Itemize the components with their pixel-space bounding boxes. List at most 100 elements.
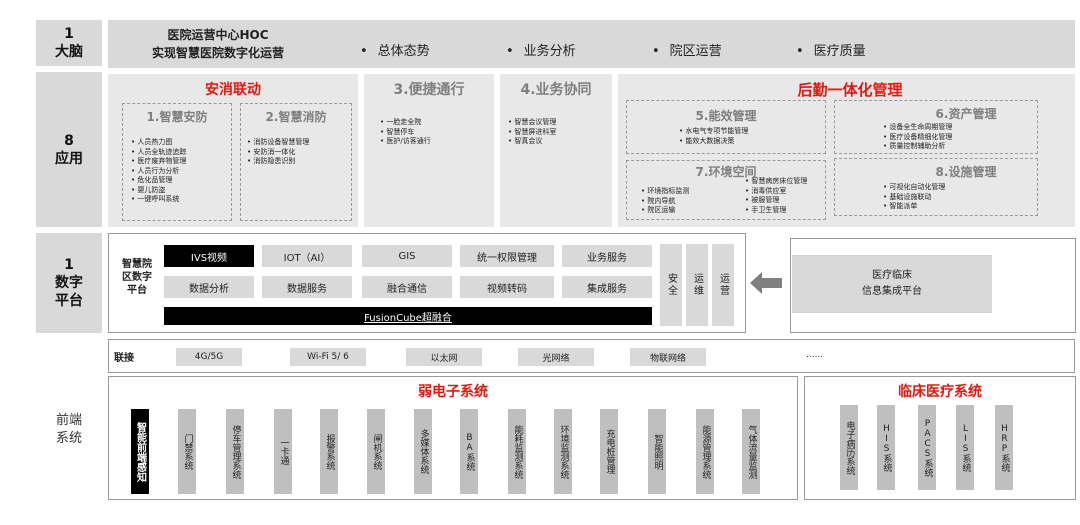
smart-fire-title: 2.智慧消防 bbox=[265, 110, 327, 124]
platform-data-analysis: 数据分析 bbox=[164, 276, 254, 298]
list-item: 院区运输 bbox=[641, 206, 689, 216]
weak-item-gas: 气体流量监测 bbox=[742, 409, 760, 494]
layer-apps-num: 8 bbox=[64, 132, 74, 149]
access-panel bbox=[364, 74, 494, 227]
layer-apps: 8 应用 bbox=[36, 72, 102, 227]
hoc-item-campus: 院区运营 bbox=[652, 40, 722, 59]
layer-apps-label: 应用 bbox=[55, 150, 83, 167]
platform-data-service: 数据服务 bbox=[262, 276, 352, 298]
weak-item-sensing: 智能前端感知 bbox=[131, 409, 149, 494]
access-list: 一脸走全院 智慧停车 医护/访客通行 bbox=[380, 118, 431, 147]
list-item: 质量控制辅助分析 bbox=[883, 142, 952, 152]
clinical-item-emr: 电子病历系统 bbox=[840, 405, 858, 490]
clinical-item-lis: LIS系统 bbox=[956, 405, 974, 490]
clinical-title: 临床医疗系统 bbox=[898, 384, 982, 400]
list-item: 智慧停车 bbox=[380, 128, 431, 138]
weak-item-multimedia: 多媒体系统 bbox=[414, 409, 432, 494]
weak-item-gate: 闸机系统 bbox=[367, 409, 385, 494]
platform-iot: IOT（AI） bbox=[262, 245, 352, 267]
facility-card: 8.设施管理 可视化自动化管理 基础设施联动 智能派单 bbox=[834, 158, 1038, 216]
list-item: 医疗废弃物管理 bbox=[131, 157, 186, 167]
hoc-title: 医院运营中心HOC 实现智慧医院数字化运营 bbox=[138, 26, 298, 62]
list-item: 一键呼叫系统 bbox=[131, 195, 186, 205]
smart-security-title: 1.智慧安防 bbox=[146, 110, 208, 124]
layer-frontend: 前端系统 bbox=[36, 412, 102, 448]
hoc-item-overall: 总体态势 bbox=[360, 40, 430, 59]
environment-list-right: 智慧病房床位管理 消毒供应室 被服管理 手卫生管理 bbox=[745, 177, 807, 215]
weak-item-card: 一卡通 bbox=[274, 409, 292, 494]
facility-title: 8.设施管理 bbox=[935, 165, 997, 179]
weak-frame bbox=[108, 376, 798, 500]
platform-transcode: 视频转码 bbox=[460, 276, 554, 298]
platform-frame bbox=[108, 233, 746, 333]
asset-list: 设备全生命周期管理 医疗设备精细化管理 质量控制辅助分析 bbox=[883, 123, 952, 152]
list-item: 环境指标监测 bbox=[641, 187, 689, 197]
energy-list: 水电气专项节能管理 能效大数据决策 bbox=[679, 127, 748, 146]
asset-title: 6.资产管理 bbox=[935, 107, 997, 121]
arrow-left-icon bbox=[750, 272, 782, 294]
clinical-item-hrp: HRP系统 bbox=[995, 405, 1013, 490]
environment-list-left: 环境指标监测 院内导航 院区运输 bbox=[641, 187, 689, 216]
business-title: 4.业务协同 bbox=[520, 82, 592, 98]
list-item: 医疗设备精细化管理 bbox=[883, 133, 952, 143]
platform-ops: 运维 bbox=[686, 244, 708, 326]
hoc-item-business: 业务分析 bbox=[506, 40, 576, 59]
layer-platform: 1 数字平台 bbox=[36, 233, 102, 333]
energy-title: 5.能效管理 bbox=[695, 109, 757, 123]
layer-frontend-label: 前端系统 bbox=[55, 413, 82, 446]
list-item: 能效大数据决策 bbox=[679, 137, 748, 147]
weak-item-access: 门禁系统 bbox=[178, 409, 196, 494]
connect-frame bbox=[108, 339, 1075, 373]
layer-brain-num: 1 bbox=[64, 26, 74, 42]
weak-item-parking: 停车管理系统 bbox=[226, 409, 244, 494]
list-item: 院内导航 bbox=[641, 197, 689, 207]
clinical-platform-line1: 医疗临床 bbox=[872, 270, 912, 281]
list-item: 智慧会议管理 bbox=[508, 118, 556, 128]
list-item: 水电气专项节能管理 bbox=[679, 127, 748, 137]
layer-platform-num: 1 bbox=[64, 257, 74, 273]
list-item: 婴儿防盗 bbox=[131, 186, 186, 196]
list-item: 人员热力图 bbox=[131, 138, 186, 148]
facility-list: 可视化自动化管理 基础设施联动 智能派单 bbox=[883, 183, 945, 212]
clinical-platform-line2: 信息集成平台 bbox=[862, 286, 922, 297]
connect-ethernet: 以太网 bbox=[406, 348, 482, 366]
list-item: 手卫生管理 bbox=[745, 206, 807, 216]
list-item: 智能派单 bbox=[883, 202, 945, 212]
list-item: 消防隐患识别 bbox=[247, 157, 309, 167]
weak-item-charging: 充电桩管理 bbox=[600, 409, 618, 494]
list-item: 被服管理 bbox=[745, 196, 807, 206]
smart-fire-card: 2.智慧消防 消防设备智慧管理 安防消一体化 消防隐患识别 bbox=[240, 103, 352, 221]
list-item: 人员全轨迹追踪 bbox=[131, 148, 186, 158]
environment-card: 7.环境空间 环境指标监测 院内导航 院区运输 智慧病房床位管理 消毒供应室 被… bbox=[626, 160, 826, 220]
hoc-banner: 医院运营中心HOC 实现智慧医院数字化运营 bbox=[108, 20, 1075, 68]
list-item: 可视化自动化管理 bbox=[883, 183, 945, 193]
clinical-item-pacs: PACS系统 bbox=[918, 405, 936, 490]
hoc-item-quality: 医疗质量 bbox=[796, 40, 866, 59]
platform-business-service: 业务服务 bbox=[562, 245, 652, 267]
platform-security: 安全 bbox=[660, 244, 682, 326]
environment-title: 7.环境空间 bbox=[695, 165, 757, 179]
list-item: 设备全生命周期管理 bbox=[883, 123, 952, 133]
list-item: 基础设施联动 bbox=[883, 193, 945, 203]
hoc-title-line2: 实现智慧医院数字化运营 bbox=[151, 46, 284, 60]
security-title: 安消联动 bbox=[205, 82, 261, 98]
connect-optical: 光网络 bbox=[518, 348, 594, 366]
weak-item-ba: BA系统 bbox=[460, 409, 478, 494]
list-item: 消防设备智慧管理 bbox=[247, 138, 309, 148]
platform-ivs: IVS视频 bbox=[164, 245, 254, 267]
connect-more: ...... bbox=[806, 350, 824, 360]
business-panel bbox=[500, 74, 612, 227]
energy-card: 5.能效管理 水电气专项节能管理 能效大数据决策 bbox=[626, 100, 826, 154]
list-item: 人员行为分析 bbox=[131, 167, 186, 177]
weak-item-lighting: 智能照明 bbox=[648, 409, 666, 494]
access-title: 3.便捷通行 bbox=[393, 82, 465, 98]
smart-fire-list: 消防设备智慧管理 安防消一体化 消防隐患识别 bbox=[247, 138, 309, 167]
weak-item-env-monitor: 环境监测系统 bbox=[554, 409, 572, 494]
smart-security-list: 人员热力图 人员全轨迹追踪 医疗废弃物管理 人员行为分析 危化品管理 婴儿防盗 … bbox=[131, 138, 186, 205]
connect-4g5g: 4G/5G bbox=[176, 348, 242, 366]
clinical-item-his: HIS系统 bbox=[877, 405, 895, 490]
layer-platform-label: 数字平台 bbox=[55, 275, 83, 309]
weak-item-energy-monitor: 能耗监测系统 bbox=[508, 409, 526, 494]
weak-item-alarm: 报警系统 bbox=[320, 409, 338, 494]
platform-label: 智慧院区数字平台 bbox=[122, 259, 152, 296]
